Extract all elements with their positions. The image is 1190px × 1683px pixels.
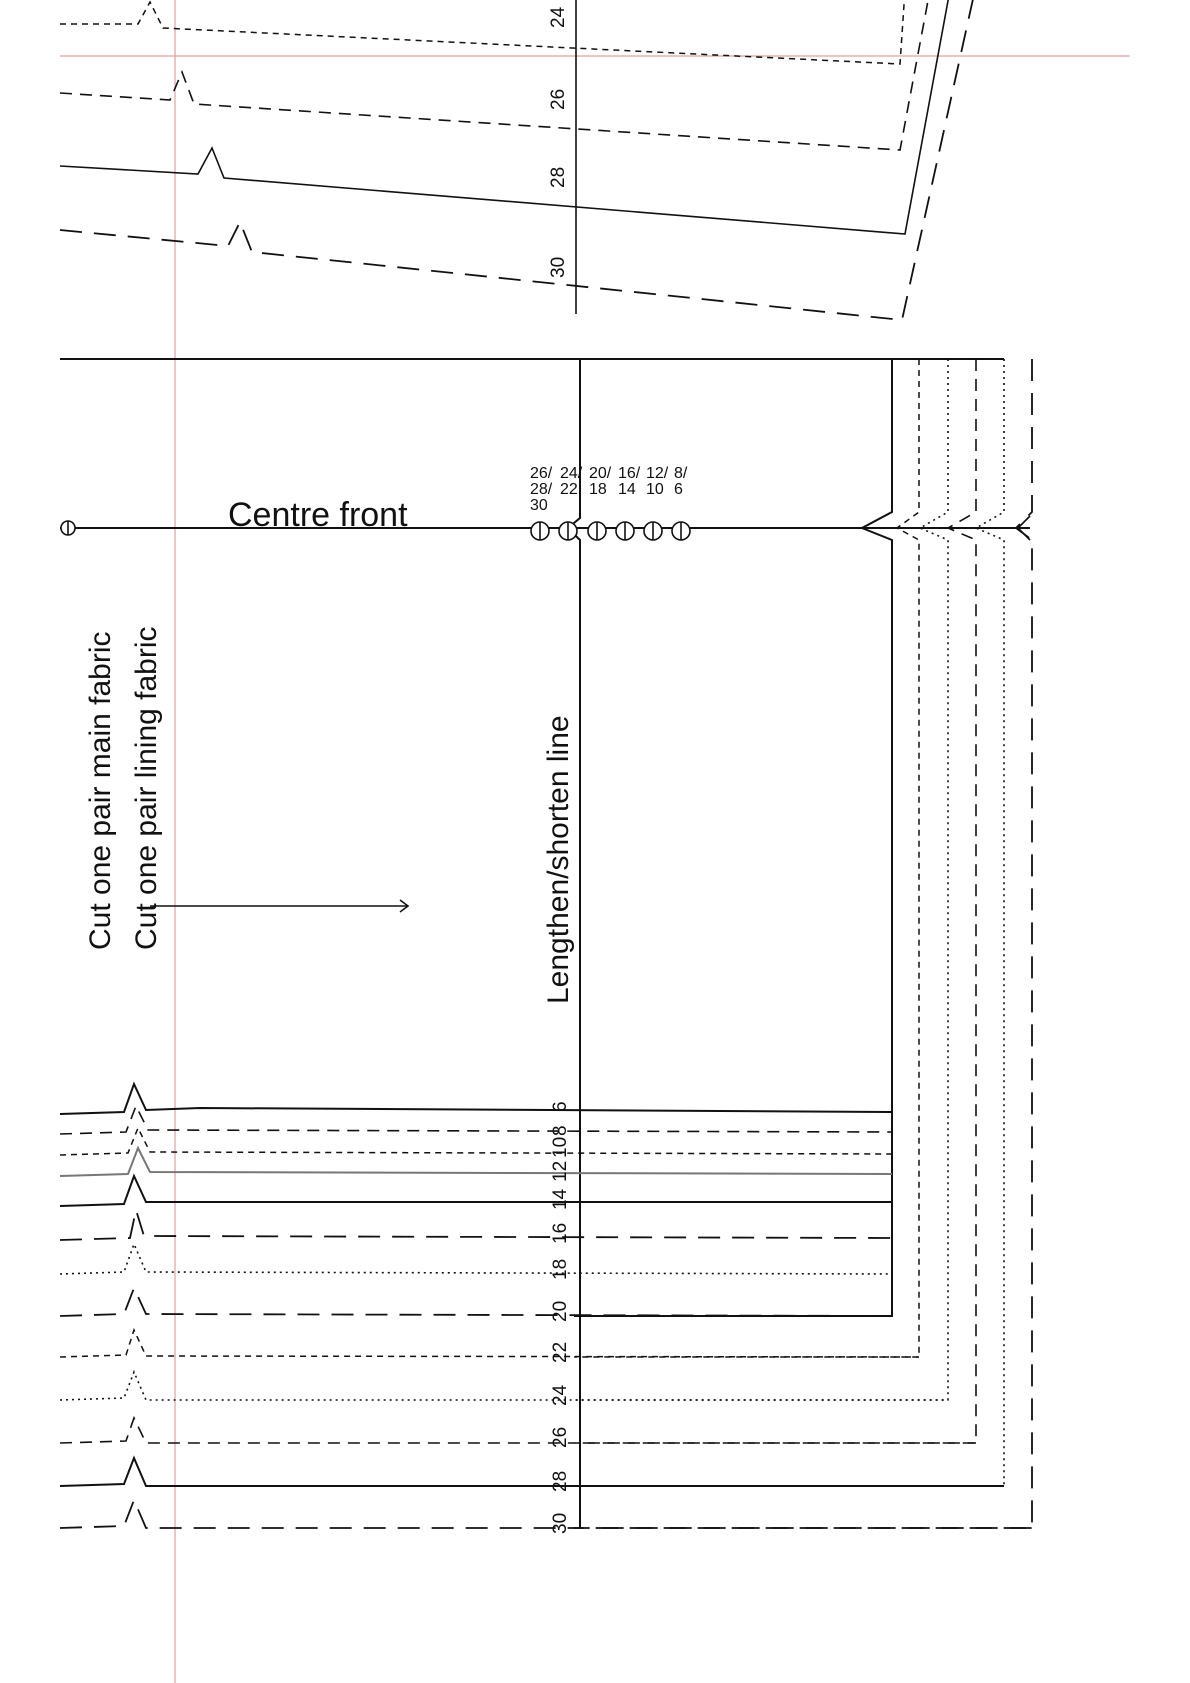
hem-size-30 [59,1497,1032,1529]
lower-size-label-12: 12 [550,1161,571,1182]
hem-size-24 [59,1369,948,1401]
lower-size-labels: 6 8 10 12 14 16 18 20 22 24 26 28 30 [550,1101,571,1534]
button-label-20-line1: 20/ [589,465,612,482]
hem-size-8 [59,1104,893,1135]
lengthen-shorten-label: Lengthen/shorten line [542,715,575,1004]
hem-size-14 [59,1173,892,1207]
hem-size-26 [59,1415,976,1444]
hem-size-6 [59,1081,893,1115]
upper-size-label-28: 28 [548,167,569,188]
piece-name-clip: Centre Front Bodice [44,644,77,912]
upper-size-label-30: 30 [548,257,569,278]
outline-size-28 [574,359,1005,1487]
hem-size-18 [59,1241,893,1275]
button-label-26-line2: 28/ [530,481,553,498]
hem-size-12-14 [59,1145,893,1177]
centre-front-notch-arrow [1016,515,1031,541]
upper-size-label-26: 26 [548,89,569,110]
hem-size-28 [59,1455,1004,1487]
button-label-8-line1: 8/ [674,465,688,482]
upper-size-24-line [60,0,906,65]
cut-lining-fabric-label: Cut one pair lining fabric [130,626,163,950]
hem-size-22 [59,1327,920,1358]
upper-size-30-line [59,0,974,321]
button-size-labels: 26/ 28/ 30 24/ 22 20/ 18 16/ 14 12/ 10 8… [530,465,688,514]
upper-size-label-24: 24 [548,6,569,28]
outline-size-22 [574,359,920,1358]
lower-size-label-10: 10 [550,1137,571,1158]
upper-size-26-line [59,0,929,151]
lower-size-label-18: 18 [550,1259,571,1280]
hem-size-10-12 [59,1126,893,1156]
lower-size-label-16: 16 [550,1223,571,1244]
upper-pattern-piece: 24 26 28 30 [59,0,974,321]
hem-size-20 [59,1285,893,1317]
tiling-guides [60,0,1130,1683]
button-label-16-line1: 16/ [618,465,641,482]
button-label-12-line1: 12/ [646,465,669,482]
lower-size-label-14: 14 [550,1188,571,1210]
outline-size-6-20 [574,359,893,1317]
button-label-16-line2: 14 [618,481,636,498]
button-label-26-line3: 30 [530,497,548,514]
outline-size-24 [574,359,949,1401]
cut-main-fabric-label: Cut one pair main fabric [84,632,117,951]
lower-size-label-8: 8 [550,1125,571,1136]
lower-size-label-20: 20 [550,1301,571,1322]
piece-name-label: Centre Front Bodice [44,644,77,912]
lower-size-label-24: 24 [550,1384,571,1406]
lower-size-label-26: 26 [550,1427,571,1448]
button-label-20-line2: 18 [589,481,607,498]
outline-size-26 [574,359,977,1444]
lower-size-label-6: 6 [550,1101,571,1112]
centre-front-label: Centre front [228,496,408,534]
button-label-8-line2: 6 [674,481,683,498]
lower-size-label-22: 22 [550,1342,571,1363]
hem-size-16 [59,1206,893,1241]
button-markers [60,520,691,541]
lower-size-label-30: 30 [550,1513,571,1534]
button-label-24-line2: 22 [560,481,578,498]
lower-pattern-piece: 26/ 28/ 30 24/ 22 20/ 18 16/ 14 12/ 10 8… [44,358,1033,1534]
button-label-24-line1: 24/ [560,465,583,482]
button-label-26-line1: 26/ [530,465,553,482]
button-label-12-line2: 10 [646,481,664,498]
lower-size-label-28: 28 [550,1471,571,1492]
grainline-arrow [150,899,410,913]
upper-size-28-line [59,0,949,235]
